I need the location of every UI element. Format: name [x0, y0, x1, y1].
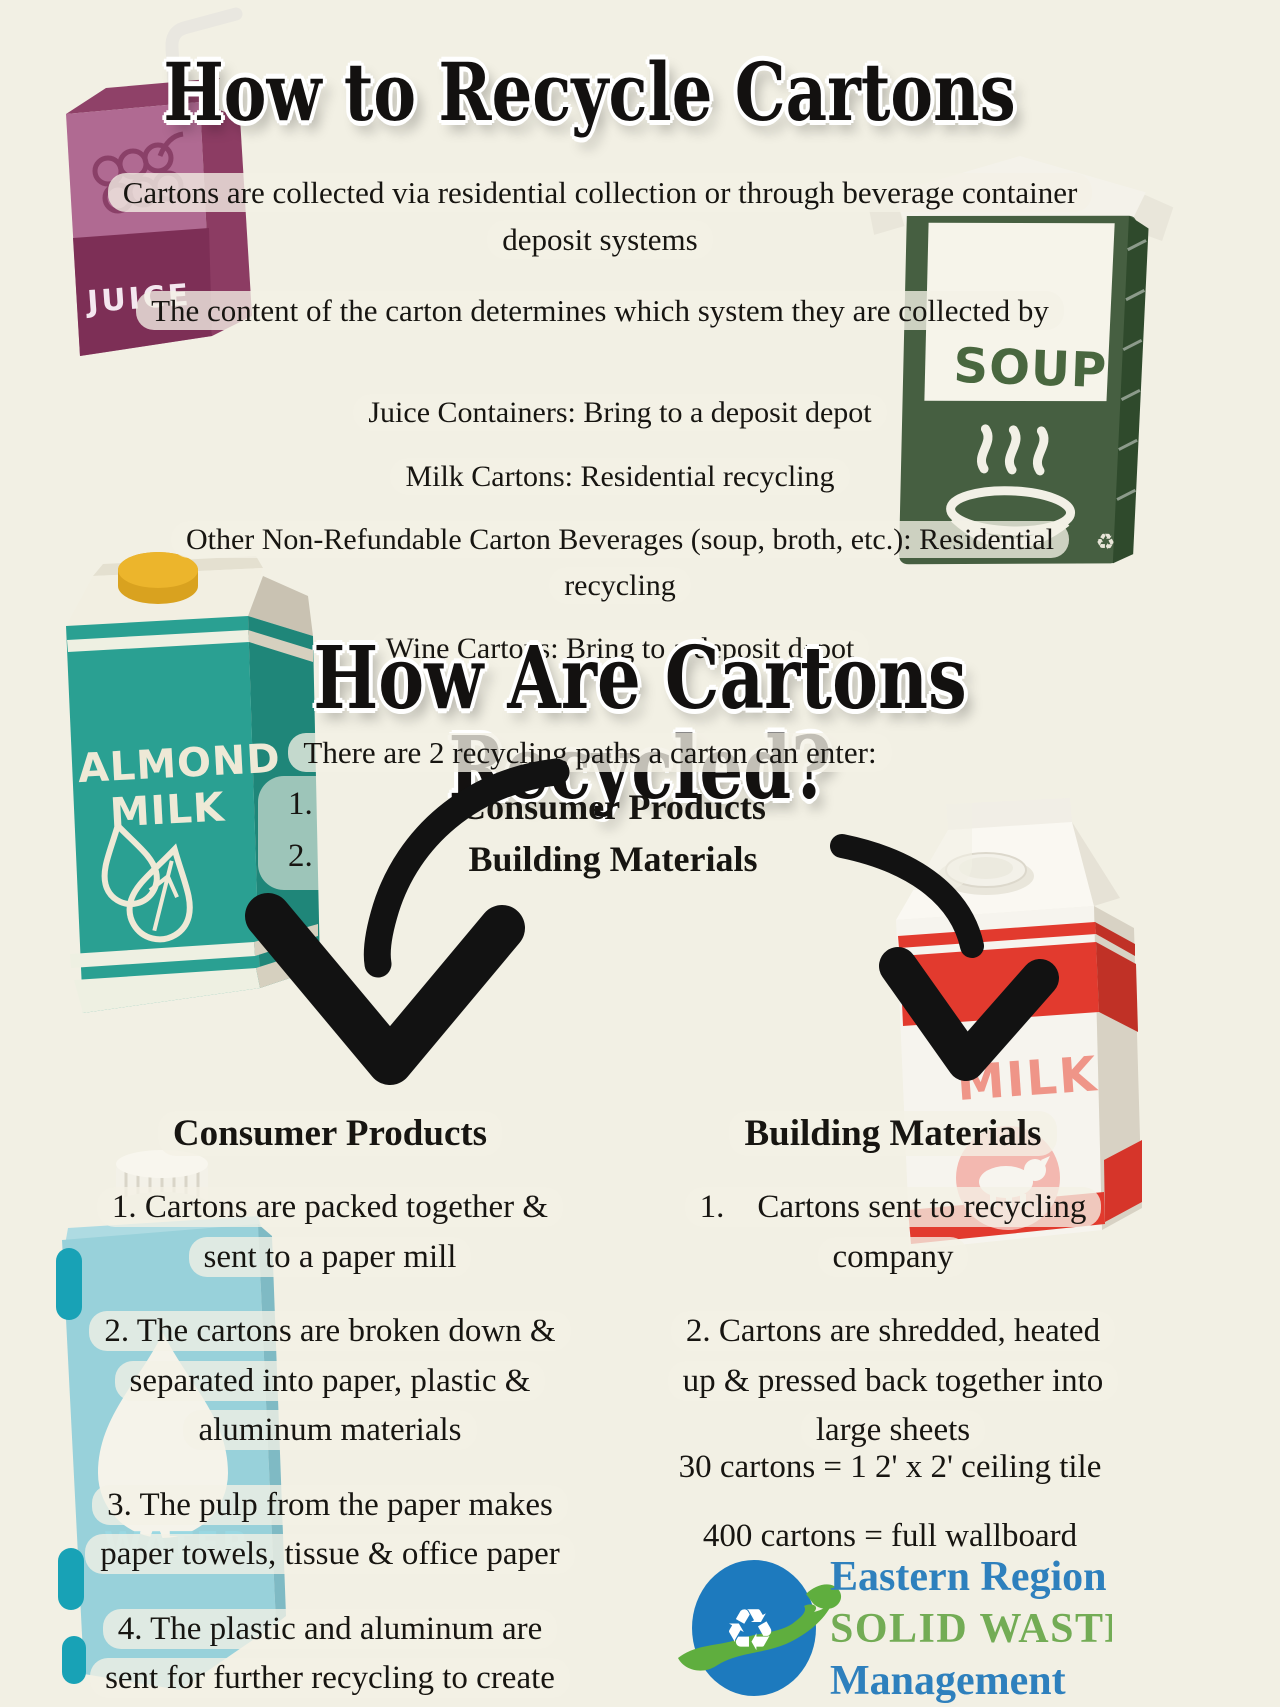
logo-line2: SOLID WASTE	[830, 1606, 1112, 1652]
path-number-1: 1.	[288, 786, 313, 822]
recycle-arrows-icon: ♻	[724, 1596, 776, 1664]
consumer-step-3: 3. The pulp from the paper makes paper t…	[40, 1481, 620, 1580]
almond-milk-label-line1: ALMOND	[77, 736, 282, 793]
rule-wine: Wine Cartons: Bring to a deposit depot	[60, 626, 1180, 672]
logo-line1: Eastern Region	[830, 1554, 1107, 1600]
building-step-1: 1. Cartons sent to recycling company	[648, 1183, 1138, 1282]
building-materials-heading: Building Materials	[648, 1110, 1138, 1158]
consumer-step-2: 2. The cartons are broken down & separat…	[40, 1307, 620, 1456]
yellow-cap-icon	[118, 552, 198, 604]
solid-waste-logo: ♻ Eastern Region SOLID WASTE Management	[678, 1554, 1112, 1704]
path-label-consumer-products: Consumer Products	[460, 787, 766, 827]
recycle-icon: ♻	[1095, 530, 1116, 556]
path-label-building-materials: Building Materials	[468, 839, 758, 879]
consumer-step-4: 4. The plastic and aluminum are sent for…	[40, 1605, 620, 1707]
straw-icon	[165, 7, 243, 125]
building-materials-column: Building Materials 1. Cartons sent to re…	[648, 1092, 1138, 1474]
consumer-step-1: 1. Cartons are packed together & sent to…	[40, 1183, 620, 1282]
building-step-2: 2. Cartons are shredded, heated up & pre…	[648, 1307, 1138, 1456]
path-row-consumer: 1. Consumer Products	[258, 782, 968, 832]
rule-juice: Juice Containers: Bring to a deposit dep…	[60, 390, 1180, 436]
almond-icon	[101, 819, 193, 943]
collection-rules-list: Juice Containers: Bring to a deposit dep…	[60, 372, 1180, 690]
logo-line3: Management	[830, 1658, 1066, 1704]
path-number-2: 2.	[288, 838, 313, 874]
fact-ceiling-tile: 30 cartons = 1 2' x 2' ceiling tile	[678, 1449, 1102, 1485]
globe-icon: ♻	[678, 1560, 842, 1696]
intro-paragraph-2: The content of the carton determines whi…	[25, 288, 1175, 335]
page-title: How to Recycle Cartons	[163, 45, 1016, 139]
rule-other-beverages: Other Non-Refundable Carton Beverages (s…	[60, 517, 1180, 608]
consumer-products-heading: Consumer Products	[40, 1110, 620, 1158]
section2-intro: There are 2 recycling paths a carton can…	[0, 730, 1180, 777]
soup-label: SOUP	[953, 338, 1108, 399]
steam-icon	[977, 424, 1049, 476]
intro-paragraph-1: Cartons are collected via residential co…	[25, 170, 1175, 263]
fact-wallboard: 400 cartons = full wallboard	[702, 1518, 1078, 1555]
consumer-products-column: Consumer Products 1. Cartons are packed …	[40, 1092, 620, 1707]
almond-milk-label-line2: MILK	[109, 784, 227, 836]
carton-facts: 30 cartons = 1 2' x 2' ceiling tile 400 …	[600, 1424, 1180, 1580]
path-row-building: 2. Building Materials	[258, 834, 968, 884]
rule-milk: Milk Cartons: Residential recycling	[60, 454, 1180, 500]
